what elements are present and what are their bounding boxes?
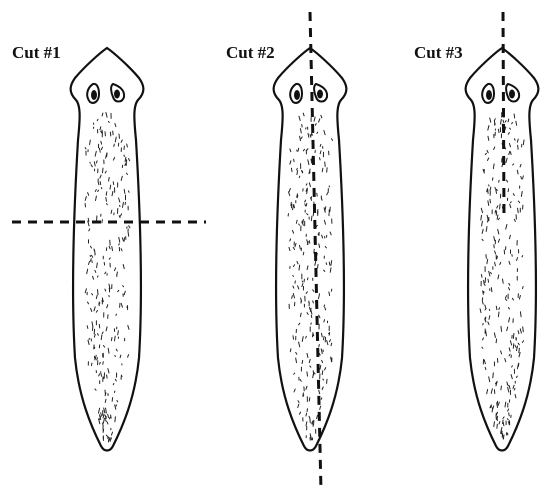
- cut-1-label: Cut #1: [12, 44, 61, 61]
- cut-2-label: Cut #2: [226, 44, 275, 61]
- cut-3-label: Cut #3: [414, 44, 463, 61]
- planarian-1: [71, 48, 144, 451]
- planarian-2: [274, 48, 347, 451]
